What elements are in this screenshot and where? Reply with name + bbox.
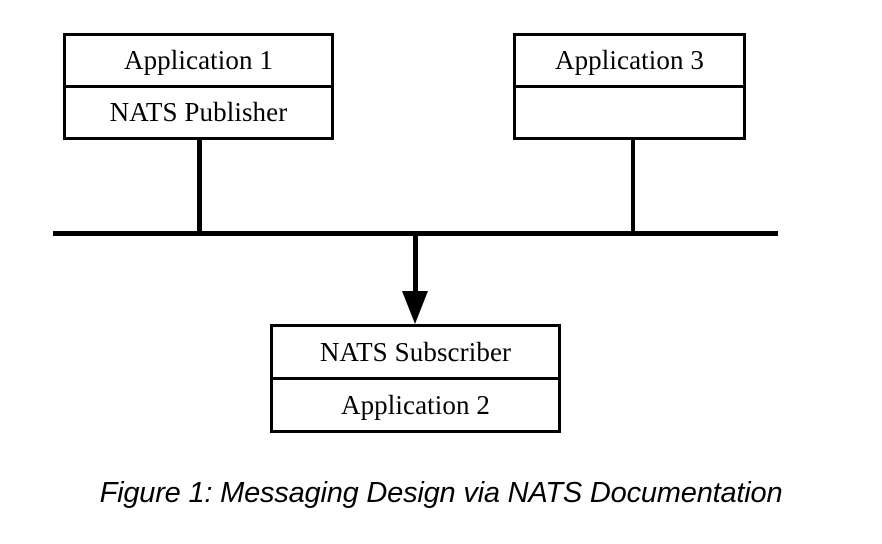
- node-application-2: NATS Subscriber Application 2: [270, 324, 561, 433]
- connector-application-1-to-bus: [197, 139, 202, 236]
- node-application-2-top-label: NATS Subscriber: [319, 336, 512, 367]
- node-application-3-bottom-label: [516, 85, 743, 137]
- arrow-head-icon: [402, 291, 428, 324]
- figure-caption: Figure 1: Messaging Design via NATS Docu…: [99, 477, 783, 509]
- connector-application-3-to-bus: [631, 139, 635, 236]
- node-application-3-top-label: Application 3: [554, 45, 705, 75]
- nats-message-bus-line: [53, 231, 778, 236]
- node-application-3: Application 3: [513, 33, 746, 140]
- node-application-1: Application 1 NATS Publisher: [63, 33, 334, 140]
- connector-bus-to-application-2: [413, 234, 418, 294]
- node-application-2-bottom-label: Application 2: [273, 377, 558, 430]
- node-application-1-bottom-label: NATS Publisher: [66, 85, 331, 137]
- node-application-1-top-label: Application 1: [123, 45, 274, 75]
